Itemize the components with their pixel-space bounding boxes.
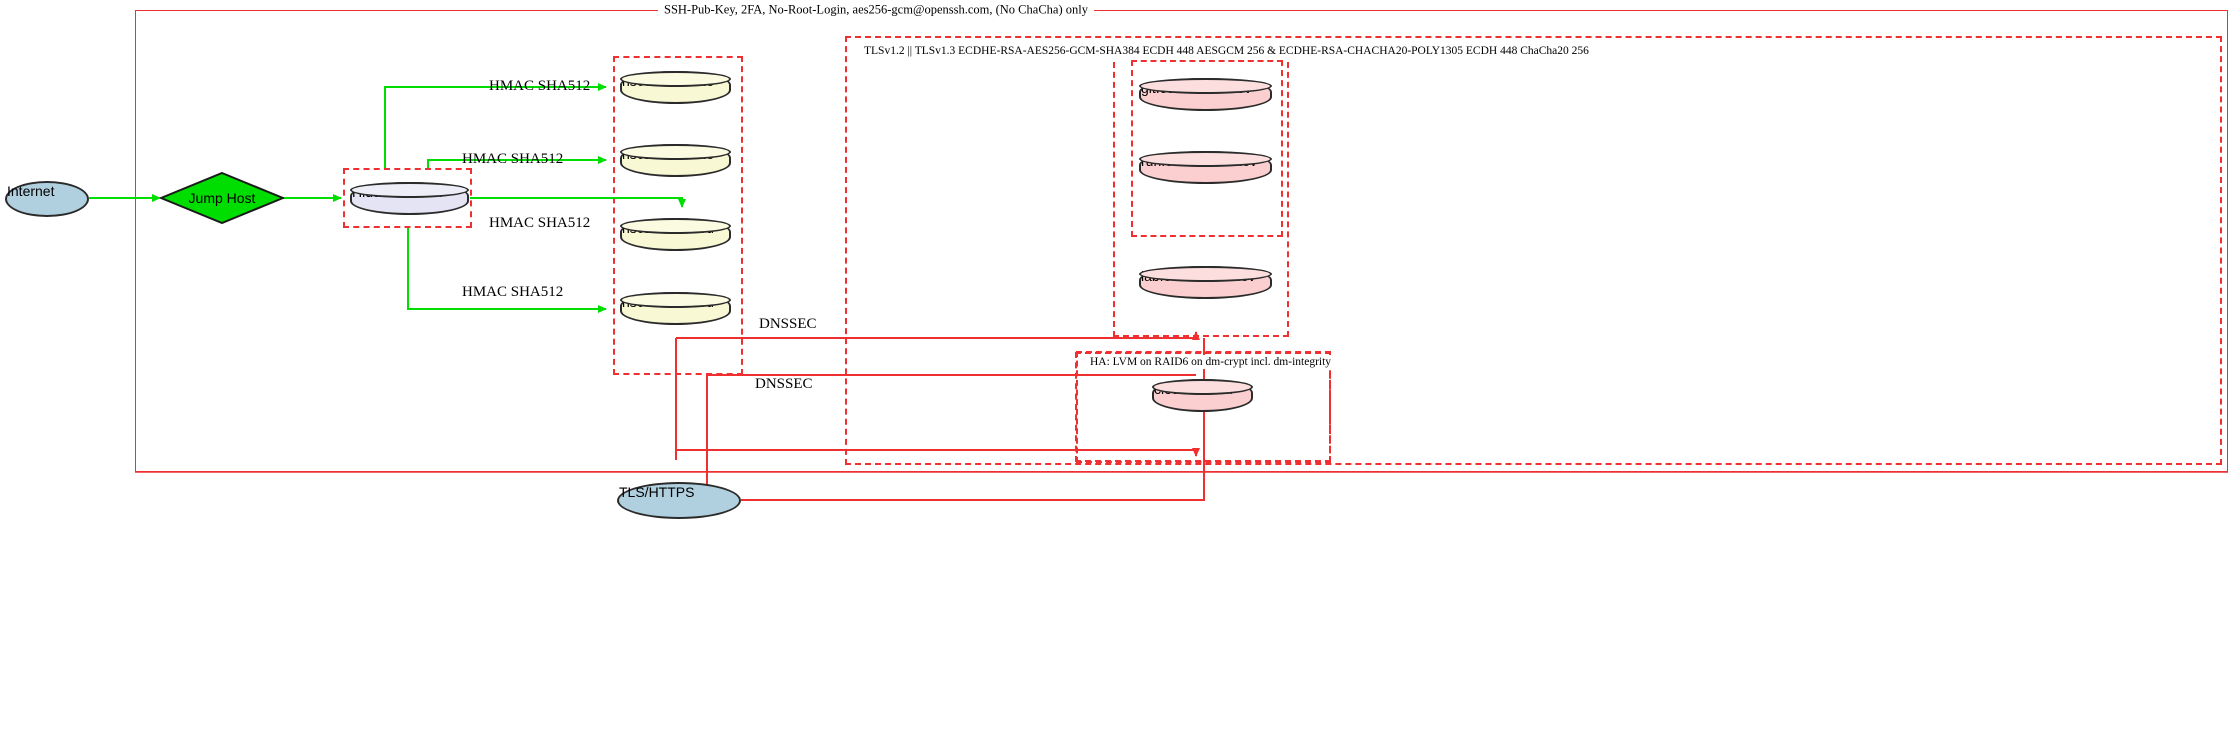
node-tls-https[interactable]: TLS/HTTPS [617, 482, 741, 519]
edge-label-dnssec-upper: DNSSEC [759, 316, 817, 332]
cylinder-top-ellipse [1152, 379, 1253, 395]
edge-label-hmac-ns03: HMAC SHA512 [489, 78, 591, 94]
node-ns00[interactable]: ns00.eddns.eu [620, 292, 731, 325]
cylinder-top-ellipse [350, 182, 469, 198]
node-internet[interactable]: Internet [5, 181, 89, 217]
edge-label-dnssec-lower: DNSSEC [755, 376, 813, 392]
edge-label-hmac-ns02: HMAC SHA512 [462, 151, 564, 167]
node-git-coresecret[interactable]: git.coresecret.dev [1139, 78, 1272, 111]
outer-boundary-caption: SSH-Pub-Key, 2FA, No-Root-Login, aes256-… [658, 2, 1094, 18]
node-ns03[interactable]: ns03.eddns.de [620, 71, 731, 104]
tls-cluster-caption: TLSv1.2 || TLSv1.3 ECDHE-RSA-AES256-GCM-… [858, 44, 1595, 58]
node-lab-coresecret[interactable]: lab.coresecret.dev [1139, 266, 1272, 299]
node-cloud-e2ee[interactable]: cloud.e2ee.li [1152, 379, 1253, 412]
node-ns02[interactable]: ns02.eddns.de [620, 144, 731, 177]
node-hidden-master[interactable]: Hidden-Master [350, 182, 469, 215]
node-ns01[interactable]: ns01.eddns.eu [620, 218, 731, 251]
cylinder-top-ellipse [1139, 78, 1272, 94]
cylinder-top-ellipse [620, 144, 731, 160]
node-tls-https-label: TLS/HTTPS [619, 484, 695, 500]
node-run-coresecret[interactable]: run.coresecret.dev [1139, 151, 1272, 184]
tls-cluster-frame [845, 36, 2222, 465]
coresecret-inner-frame [1131, 60, 1283, 237]
cylinder-top-ellipse [620, 292, 731, 308]
edge-label-hmac-ns01: HMAC SHA512 [489, 215, 591, 231]
cylinder-top-ellipse [620, 218, 731, 234]
cylinder-top-ellipse [620, 71, 731, 87]
node-jump-host[interactable]: Jump Host [160, 172, 284, 224]
edge-label-hmac-ns00: HMAC SHA512 [462, 284, 564, 300]
dns-cluster-frame [613, 56, 743, 375]
ha-cluster-caption: HA: LVM on RAID6 on dm-crypt incl. dm-in… [1084, 355, 1338, 369]
cylinder-top-ellipse [1139, 266, 1272, 282]
node-internet-label: Internet [7, 183, 55, 199]
node-jump-host-label: Jump Host [188, 190, 256, 206]
cylinder-top-ellipse [1139, 151, 1272, 167]
